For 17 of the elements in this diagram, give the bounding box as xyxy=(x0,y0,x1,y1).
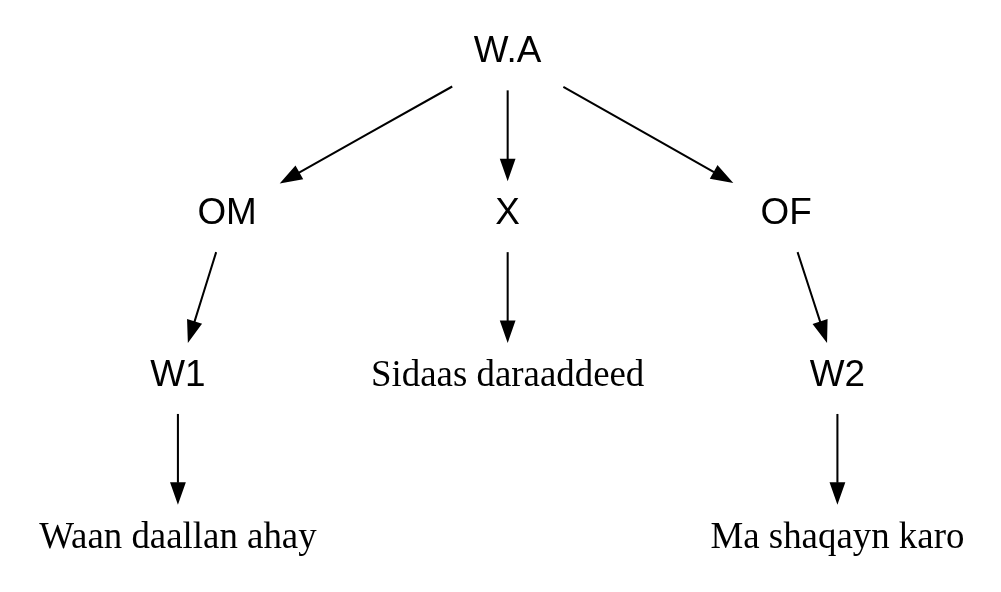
node-text: W.A xyxy=(473,29,542,71)
arrow xyxy=(187,251,218,343)
node-text: X xyxy=(495,191,520,233)
node-text: OM xyxy=(197,191,257,233)
arrow xyxy=(796,251,828,343)
arrow xyxy=(279,85,453,184)
node-text: W2 xyxy=(809,352,866,394)
node-text: Sidaas daraaddeed xyxy=(371,352,645,394)
arrow xyxy=(499,90,516,182)
node-text: OF xyxy=(760,191,812,233)
arrow xyxy=(829,413,846,505)
arrow xyxy=(562,86,734,184)
node-text: Ma shaqayn karo xyxy=(710,514,965,556)
arrow xyxy=(499,252,516,344)
node-text: Waan daallan ahay xyxy=(39,514,317,556)
node-text: W1 xyxy=(150,352,206,394)
arrow xyxy=(170,413,186,505)
